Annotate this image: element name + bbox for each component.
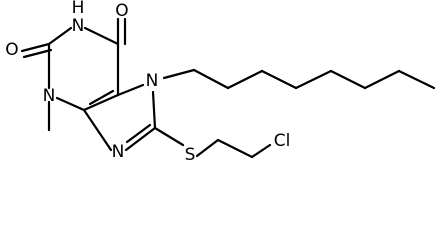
atom-h-n1: H xyxy=(72,0,85,18)
bond-c5-n7 xyxy=(116,83,145,97)
bond-octyl-3 xyxy=(226,69,264,90)
bond-octyl-2 xyxy=(192,68,230,90)
atom-labels: O H N O N N N S Cl xyxy=(5,0,290,165)
atom-n7: N xyxy=(146,71,159,91)
atom-n1: N xyxy=(72,16,85,36)
atom-n3: N xyxy=(43,86,56,106)
bond-c8-n9-double xyxy=(125,123,152,144)
bond-n3-c4 xyxy=(55,96,86,112)
bond-n7-c8 xyxy=(151,90,157,130)
bond-octyl-1 xyxy=(162,68,196,80)
bond-octyl-4 xyxy=(260,69,298,90)
bond-ch2-ch2 xyxy=(216,138,254,159)
bond-octyl-5 xyxy=(294,69,333,90)
bonds xyxy=(20,17,436,159)
bond-c4-c5-double xyxy=(88,89,115,106)
bond-octyl-7 xyxy=(363,69,401,90)
bond-n1-c2 xyxy=(47,26,73,46)
bond-c8-n9 xyxy=(124,126,157,152)
bond-octyl-6 xyxy=(329,69,367,90)
bond-s-ch2 xyxy=(195,138,220,158)
bond-c6-n1 xyxy=(83,26,120,46)
atom-s: S xyxy=(185,145,196,165)
atom-n9: N xyxy=(112,142,125,162)
bond-c2-o-double xyxy=(22,48,53,59)
bond-octyl-8 xyxy=(397,69,436,90)
chemical-structure-diagram: O H N O N N N S Cl xyxy=(5,0,436,165)
bond-ch2-cl xyxy=(250,143,272,159)
bond-c2-o xyxy=(20,42,51,53)
atom-cl: Cl xyxy=(274,131,291,151)
atom-o-left: O xyxy=(5,40,18,60)
bond-c4-c5 xyxy=(82,93,120,112)
atom-o-top: O xyxy=(115,1,128,21)
bond-n9-c4 xyxy=(82,108,113,152)
bond-c8-s xyxy=(153,126,185,147)
